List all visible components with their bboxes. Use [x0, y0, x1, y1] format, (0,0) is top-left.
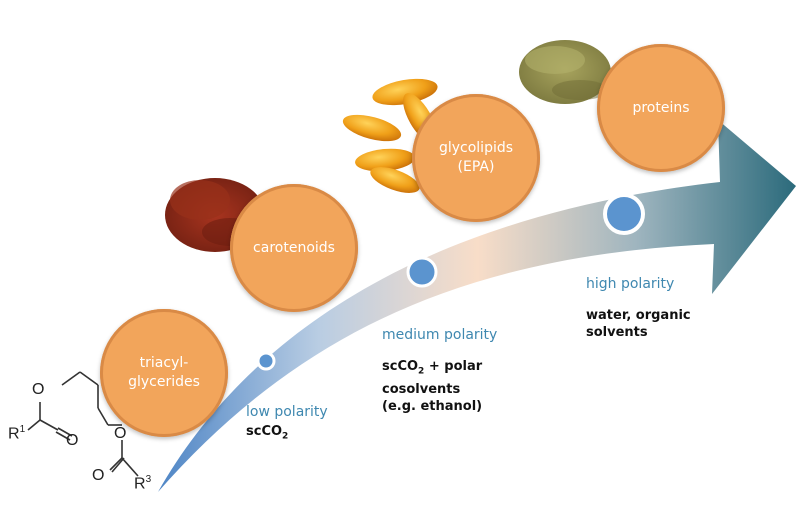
high-polarity-dot [603, 193, 645, 235]
medium-polarity-solvent: scCO2 + polar cosolvents (e.g. ethanol) [382, 359, 483, 414]
medium-polarity-label: medium polarity [382, 327, 498, 343]
r1-label: R1 [8, 424, 26, 443]
node-proteins: proteins [597, 44, 725, 172]
r3-label: R3 [134, 474, 152, 493]
green-powder-image [519, 40, 611, 104]
oxygen-label-4: O [92, 467, 105, 484]
triacylglyceride-structure [27, 371, 139, 477]
medium-polarity-dot [406, 256, 438, 288]
node-triacylglycerides: triacyl- glycerides [100, 309, 228, 437]
node-carotenoids: carotenoids [230, 184, 358, 312]
high-polarity-solvent: water, organic solvents [586, 308, 691, 340]
low-polarity-solvent: scCO2 [246, 424, 289, 442]
node-glycolipids: glycolipids (EPA) [412, 94, 540, 222]
oxygen-label-2: O [66, 432, 79, 449]
low-polarity-dot [256, 351, 276, 371]
high-polarity-label: high polarity [586, 276, 675, 292]
oxygen-label-3: O [114, 425, 127, 442]
oxygen-label-1: O [32, 381, 45, 398]
low-polarity-label: low polarity [246, 404, 328, 420]
capsules-image [342, 78, 438, 193]
